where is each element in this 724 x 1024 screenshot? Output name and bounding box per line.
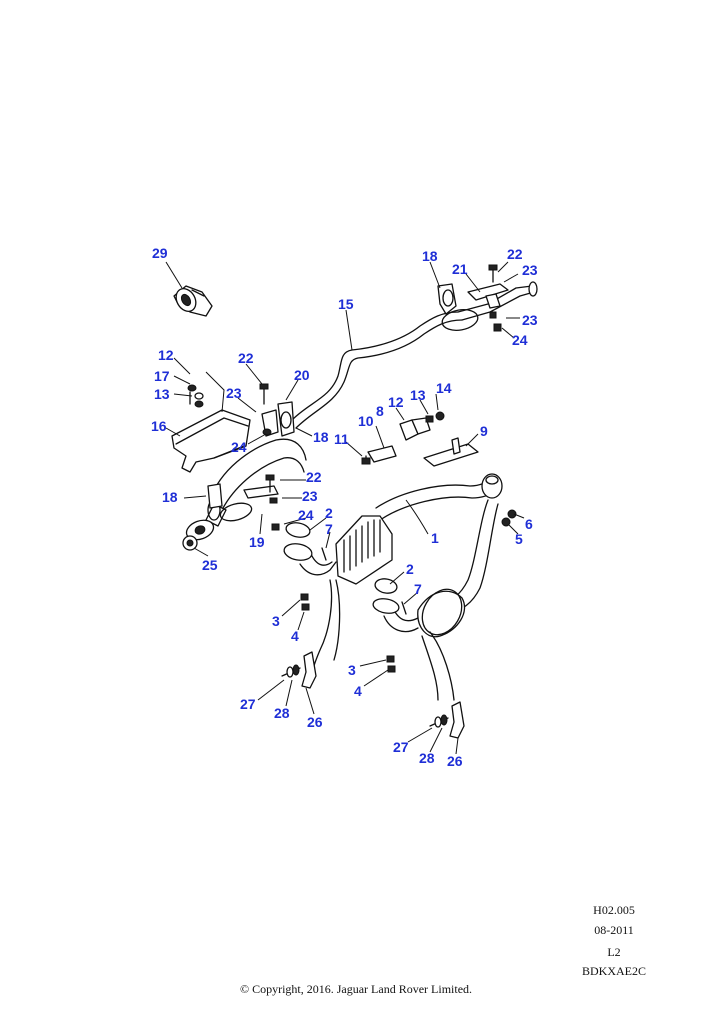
callout-9: 9 <box>480 423 488 439</box>
callout-25: 25 <box>202 557 218 573</box>
callout-28: 28 <box>419 750 435 766</box>
callout-19: 19 <box>249 534 265 550</box>
rear-silencer-assembly <box>182 383 307 551</box>
callout-24: 24 <box>512 332 528 348</box>
mounting-brackets-group <box>361 411 479 467</box>
callout-23: 23 <box>522 262 538 278</box>
callout-27: 27 <box>240 696 256 712</box>
reference-number: H02.005 <box>593 903 635 917</box>
copyright-notice: © Copyright, 2016. Jaguar Land Rover Lim… <box>239 982 473 996</box>
callout-7: 7 <box>414 581 422 597</box>
callout-22: 22 <box>306 469 322 485</box>
callout-22: 22 <box>238 350 254 366</box>
rear-hanger-assembly <box>437 264 509 332</box>
callout-5: 5 <box>515 531 523 547</box>
callout-26: 26 <box>307 714 323 730</box>
callout-2: 2 <box>406 561 414 577</box>
callout-24: 24 <box>231 439 247 455</box>
callout-13: 13 <box>154 386 170 402</box>
callout-24: 24 <box>298 507 314 523</box>
callout-labels: 29 18 21 22 23 23 24 15 12 17 13 22 20 2… <box>151 245 538 769</box>
callout-4: 4 <box>291 628 299 644</box>
heat-shield-part-16 <box>171 384 251 473</box>
callout-2: 2 <box>325 505 333 521</box>
callout-1: 1 <box>431 530 439 546</box>
callout-27: 27 <box>393 739 409 755</box>
front-pipe-part-1 <box>283 473 503 701</box>
nuts-group <box>300 509 517 673</box>
callout-18: 18 <box>422 248 438 264</box>
oxygen-sensors-group <box>281 651 465 739</box>
callout-18: 18 <box>313 429 329 445</box>
diagram-code: BDKXAE2C <box>581 964 646 978</box>
callout-12: 12 <box>158 347 174 363</box>
callout-7: 7 <box>325 521 333 537</box>
callout-22: 22 <box>507 246 523 262</box>
callout-14: 14 <box>436 380 452 396</box>
callout-15: 15 <box>338 296 354 312</box>
callout-16: 16 <box>151 418 167 434</box>
callout-8: 8 <box>376 403 384 419</box>
callout-23: 23 <box>522 312 538 328</box>
callout-20: 20 <box>294 367 310 383</box>
callout-21: 21 <box>452 261 468 277</box>
rear-pipe-part-15 <box>291 281 538 429</box>
callout-3: 3 <box>272 613 280 629</box>
callout-28: 28 <box>274 705 290 721</box>
level-label: L2 <box>607 945 621 959</box>
callout-11: 11 <box>334 431 349 447</box>
callout-12: 12 <box>388 394 404 410</box>
callout-3: 3 <box>348 662 356 678</box>
callout-4: 4 <box>354 683 362 699</box>
leader-lines <box>165 261 525 755</box>
callout-6: 6 <box>525 516 533 532</box>
callout-17: 17 <box>154 368 170 384</box>
callout-18: 18 <box>162 489 178 505</box>
callout-23: 23 <box>302 488 318 504</box>
callout-13: 13 <box>410 387 426 403</box>
callout-10: 10 <box>358 413 374 429</box>
callout-26: 26 <box>447 753 463 769</box>
callout-23: 23 <box>226 385 242 401</box>
callout-29: 29 <box>152 245 168 261</box>
issue-date: 08-2011 <box>594 923 634 937</box>
tailpipe-trim-part-29 <box>173 285 213 317</box>
